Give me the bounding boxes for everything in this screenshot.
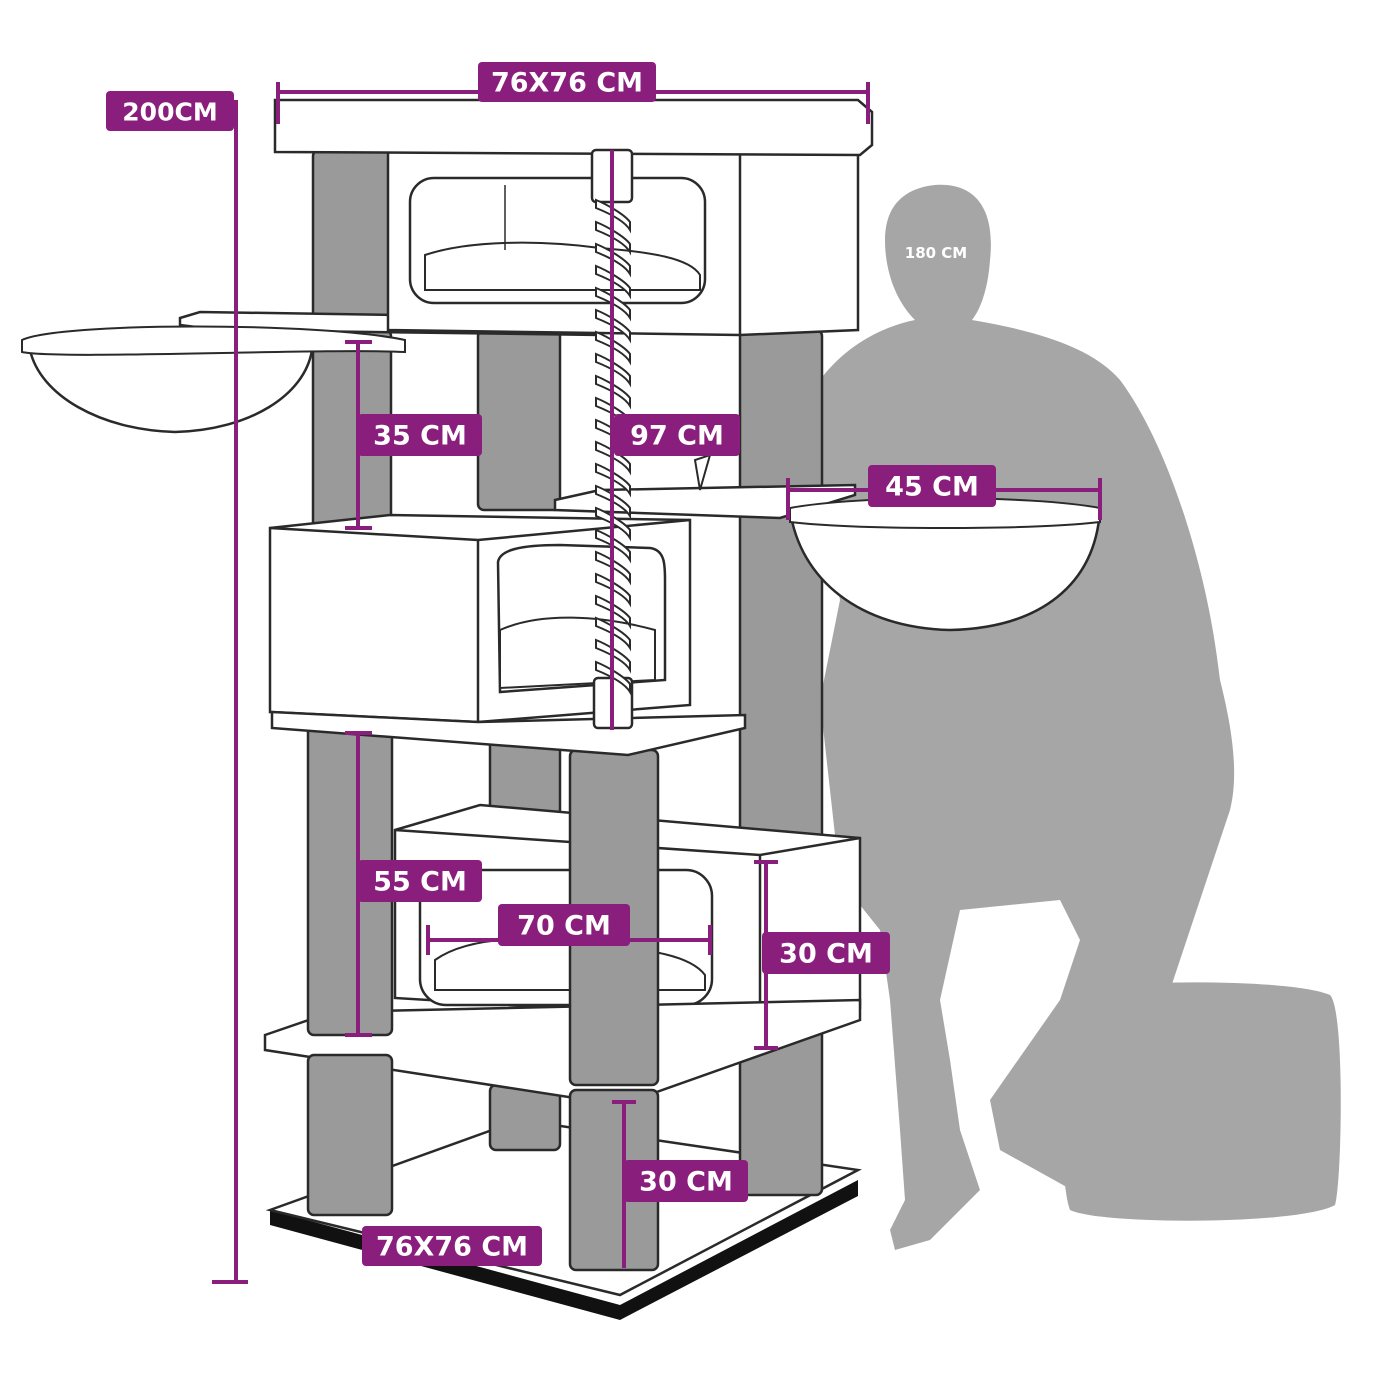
dim-label-base-post: 30 CM bbox=[624, 1160, 748, 1202]
dim-label-cave-height: 30 CM bbox=[762, 932, 890, 974]
svg-text:97 CM: 97 CM bbox=[630, 421, 724, 452]
dim-label-hammock-width: 45 CM bbox=[868, 465, 996, 507]
dim-label-post-upper: 35 CM bbox=[358, 414, 482, 456]
top-board bbox=[273, 98, 874, 157]
dim-label-person-height: 180 CM bbox=[905, 244, 967, 262]
dim-label-base-size: 76X76 CM bbox=[362, 1226, 542, 1266]
svg-text:180 CM: 180 CM bbox=[905, 244, 967, 262]
svg-text:76X76 CM: 76X76 CM bbox=[376, 1232, 528, 1263]
svg-text:70 CM: 70 CM bbox=[517, 911, 611, 942]
svg-text:200CM: 200CM bbox=[122, 98, 217, 127]
svg-text:45 CM: 45 CM bbox=[885, 472, 979, 503]
svg-text:35 CM: 35 CM bbox=[373, 421, 467, 452]
svg-text:55 CM: 55 CM bbox=[373, 867, 467, 898]
person-icon bbox=[810, 184, 1235, 1250]
dim-label-top-width: 76X76 CM bbox=[478, 62, 656, 102]
svg-text:30 CM: 30 CM bbox=[779, 939, 873, 970]
dim-label-total-height: 200CM bbox=[106, 91, 234, 131]
svg-text:76X76 CM: 76X76 CM bbox=[491, 68, 643, 99]
right-hammock bbox=[553, 453, 1102, 632]
dim-label-rope-length: 97 CM bbox=[614, 414, 740, 456]
dim-label-post-middle: 55 CM bbox=[358, 860, 482, 902]
svg-text:30 CM: 30 CM bbox=[639, 1167, 733, 1198]
front-posts bbox=[306, 148, 660, 1272]
back-posts bbox=[476, 328, 824, 1197]
dim-label-cave-width: 70 CM bbox=[498, 904, 630, 946]
stool-icon bbox=[1061, 982, 1341, 1221]
